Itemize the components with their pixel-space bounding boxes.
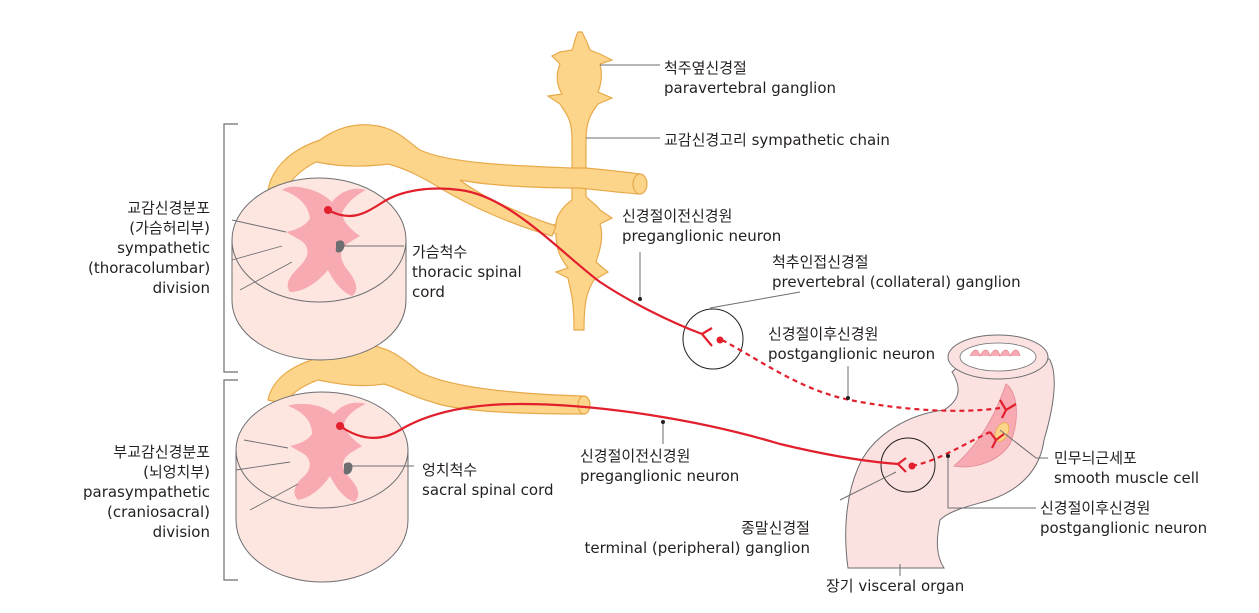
preganglionic-sympathetic-label: 신경절이전신경원 preganglionic neuron: [622, 207, 782, 245]
sympathetic-postganglionic-neuron: [721, 339, 1017, 419]
thoracic-cord-label: 가슴척수 thoracic spinal cord: [412, 243, 522, 301]
terminal-ganglion-label: 종말신경절 terminal (peripheral) ganglion: [584, 519, 810, 557]
sacral-spinal-cord: [235, 391, 409, 583]
parasympathetic-division-label: 부교감신경분포 (뇌엉치부) parasympathetic (craniosa…: [82, 443, 210, 541]
preganglionic-parasympathetic-label: 신경절이전신경원 preganglionic neuron: [580, 447, 740, 485]
leader-dots: [638, 297, 950, 458]
prevertebral-ganglion-label: 척추인접신경절 prevertebral (collateral) gangli…: [772, 253, 1021, 291]
sympathetic-division-label: 교감신경분포 (가슴허리부) sympathetic (thoracolumba…: [88, 199, 211, 297]
smooth-muscle-label: 민무늬근세포 smooth muscle cell: [1054, 449, 1200, 487]
terminal-ganglion: [880, 437, 936, 493]
sympathetic-preganglionic-neuron: [327, 187, 713, 347]
sacral-cord-label: 엉치척수 sacral spinal cord: [422, 461, 554, 499]
paravertebral-ganglion-label: 척주옆신경절 paravertebral ganglion: [664, 59, 837, 97]
parasympathetic-bracket: [223, 379, 238, 581]
thoracic-spinal-cord: [231, 177, 407, 361]
sympathetic-bracket: [223, 123, 238, 373]
leader-lines: [340, 64, 1048, 576]
parasympathetic-postganglionic-neuron: [911, 431, 1005, 468]
visceral-organ-label: 장기 visceral organ: [826, 577, 965, 595]
prevertebral-ganglion: [682, 308, 744, 370]
postganglionic-parasympathetic-label: 신경절이후신경원 postganglionic neuron: [1040, 499, 1208, 537]
parasympathetic-preganglionic-neuron: [339, 402, 907, 473]
postganglionic-sympathetic-label: 신경절이후신경원 postganglionic neuron: [768, 325, 936, 363]
sympathetic-chain-label: 교감신경고리 sympathetic chain: [664, 131, 890, 149]
thoracic-spinal-nerve: [267, 124, 648, 237]
